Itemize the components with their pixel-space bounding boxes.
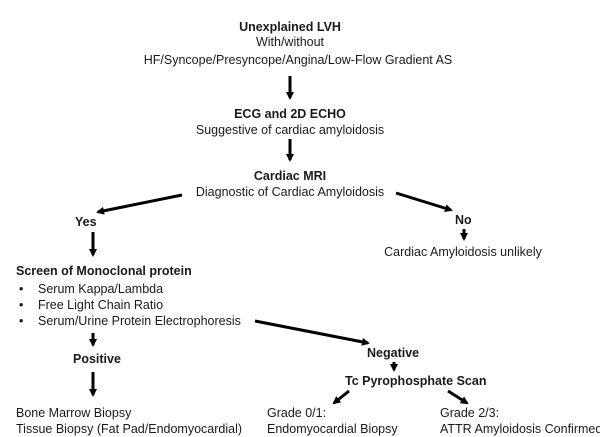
list-item: • Serum/Urine Protein Electrophoresis xyxy=(16,313,241,329)
grade23-line-1: Grade 2/3: xyxy=(440,406,500,420)
mri-title: Cardiac MRI xyxy=(253,169,327,183)
mri-line-1: Diagnostic of Cardiac Amyloidosis xyxy=(195,185,385,199)
arrow-scan-to-grade01 xyxy=(332,389,350,405)
no-label: No xyxy=(455,213,472,227)
screen-item-text: Serum Kappa/Lambda xyxy=(38,282,164,296)
echo-title: ECG and 2D ECHO xyxy=(234,107,346,121)
list-item: • Serum Kappa/Lambda xyxy=(16,281,241,297)
bullet-icon: • xyxy=(19,282,24,296)
start-title: Unexplained LVH xyxy=(239,20,341,34)
start-line-1: With/without xyxy=(255,35,325,49)
arrow-scan-to-grade23 xyxy=(447,389,469,405)
no-result: Cardiac Amyloidosis unlikely xyxy=(384,245,542,259)
screen-list: • Serum Kappa/Lambda • Free Light Chain Ra… xyxy=(16,281,241,329)
arrow-mri-to-no xyxy=(395,191,453,213)
arrow-screen-to-negative xyxy=(254,319,370,346)
positive-label: Positive xyxy=(73,352,121,366)
positive-line-2: Tissue Biopsy (Fat Pad/Endomyocardial) xyxy=(16,422,243,436)
echo-line-1: Suggestive of cardiac amyloidosis xyxy=(195,123,385,137)
screen-item-text: Free Light Chain Ratio xyxy=(38,298,164,312)
negative-label: Negative xyxy=(367,346,420,360)
positive-line-1: Bone Marrow Biopsy xyxy=(16,406,132,420)
list-item: • Free Light Chain Ratio xyxy=(16,297,241,313)
bullet-icon: • xyxy=(19,298,24,312)
screen-item-text: Serum/Urine Protein Electrophoresis xyxy=(38,314,241,328)
scan-title: Tc Pyrophosphate Scan xyxy=(345,374,487,388)
grade01-line-2: Endomyocardial Biopsy xyxy=(267,422,398,436)
start-line-2: HF/Syncope/Presyncope/Angina/Low-Flow Gr… xyxy=(143,53,453,67)
arrow-mri-to-yes xyxy=(96,193,183,215)
yes-label: Yes xyxy=(75,215,97,229)
screen-title: Screen of Monoclonal protein xyxy=(16,264,192,278)
grade01-line-1: Grade 0/1: xyxy=(267,406,327,420)
bullet-icon: • xyxy=(19,314,24,328)
grade23-line-2: ATTR Amyloidosis Confirmed xyxy=(440,422,600,436)
